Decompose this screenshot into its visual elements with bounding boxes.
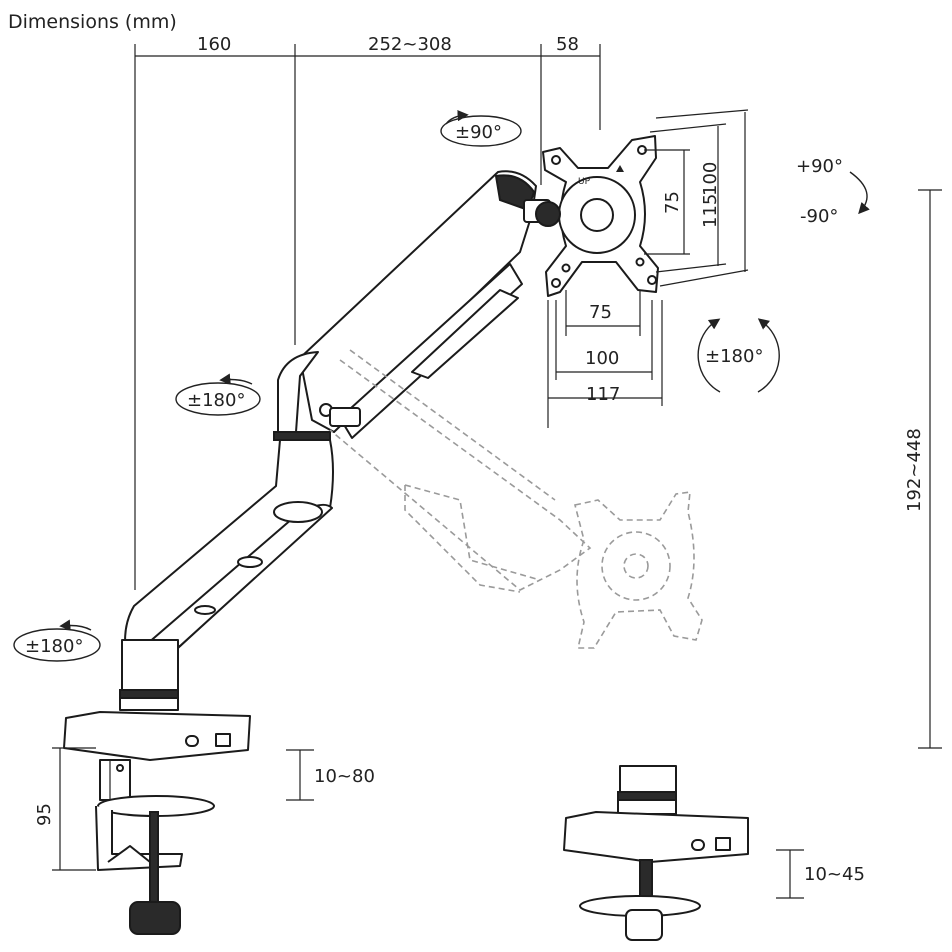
head-swivel-badge: ±90° <box>440 110 522 147</box>
vesa-plate: UP <box>542 135 659 297</box>
vesa-outer-h: 117 <box>586 384 620 405</box>
screen-rotate-label: ±180° <box>705 346 763 367</box>
elbow-swivel-badge: ±180° <box>175 373 261 416</box>
clamp-range-dim <box>286 749 314 801</box>
tilt-up-label: +90° <box>796 156 843 177</box>
dim-base-offset: 160 <box>197 34 231 55</box>
vesa-vertical-dims <box>644 109 749 287</box>
height-range-label: 192~448 <box>904 428 925 512</box>
vesa-mid-v: 100 <box>700 162 721 196</box>
desk-clamp-left <box>63 711 251 935</box>
screen-rotate-badge: ±180° <box>697 318 780 393</box>
clamp-height-label: 95 <box>34 803 55 826</box>
vesa-mid-h: 100 <box>585 348 619 369</box>
grommet-range-label: 10~45 <box>804 864 865 885</box>
vesa-horizontal-dims <box>547 290 663 428</box>
vesa-inner-h: 75 <box>589 302 612 323</box>
dim-head-depth: 58 <box>556 34 579 55</box>
grommet-base <box>563 765 749 941</box>
base-post <box>119 639 179 711</box>
lower-arm <box>124 439 334 663</box>
clamp-range-label: 10~80 <box>314 766 375 787</box>
up-arrow-icon <box>616 165 624 172</box>
height-range-dim <box>918 189 942 749</box>
vesa-inner-v: 75 <box>662 191 683 214</box>
tilt-down-label: -90° <box>800 206 838 227</box>
clamp-height-dim <box>52 747 96 871</box>
head-swivel-label: ±90° <box>455 122 502 143</box>
arm-alternate-position <box>329 349 703 649</box>
up-mark: UP <box>578 177 591 187</box>
elbow-swivel-label: ±180° <box>187 390 245 411</box>
base-swivel-badge: ±180° <box>13 619 101 662</box>
base-swivel-label: ±180° <box>25 636 83 657</box>
dim-arm-reach: 252~308 <box>368 34 452 55</box>
vesa-outer-v: 115 <box>700 194 721 228</box>
grommet-range-dim <box>776 849 804 899</box>
tilt-badge: +90° -90° <box>796 156 870 227</box>
diagram-title: Dimensions (mm) <box>8 11 177 33</box>
horizontal-dimension-lines <box>134 44 601 590</box>
upper-arm <box>299 170 561 439</box>
